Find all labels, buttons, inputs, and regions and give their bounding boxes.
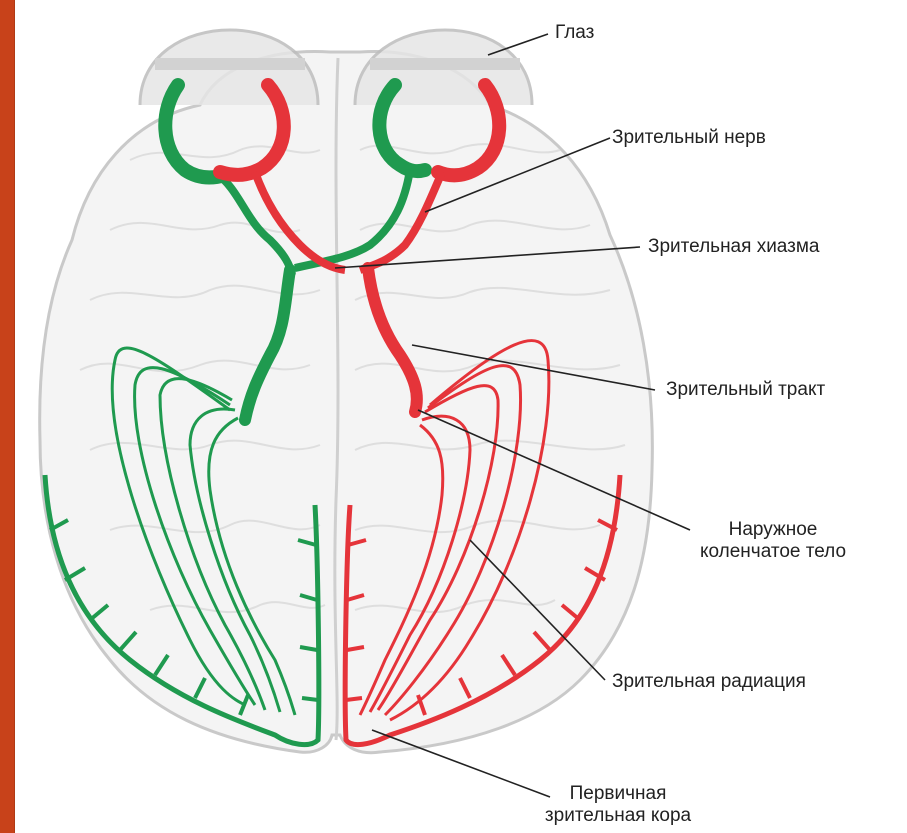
label-optic-tract: Зрительный тракт [666, 379, 825, 401]
label-optic-radiation: Зрительная радиация [612, 671, 806, 693]
label-eye: Глаз [555, 22, 594, 44]
left-lens [155, 58, 305, 70]
label-visual-cortex: Первичная зрительная кора [528, 783, 708, 827]
label-optic-chiasm: Зрительная хиазма [648, 236, 820, 258]
label-lgn-line2: коленчатое тело [688, 541, 858, 563]
label-optic-nerve: Зрительный нерв [612, 127, 766, 149]
label-lgn: Наружное коленчатое тело [688, 519, 858, 563]
right-lens [370, 58, 520, 70]
label-visual-cortex-line1: Первичная [528, 783, 708, 805]
label-visual-cortex-line2: зрительная кора [528, 805, 708, 827]
label-lgn-line1: Наружное [688, 519, 858, 541]
